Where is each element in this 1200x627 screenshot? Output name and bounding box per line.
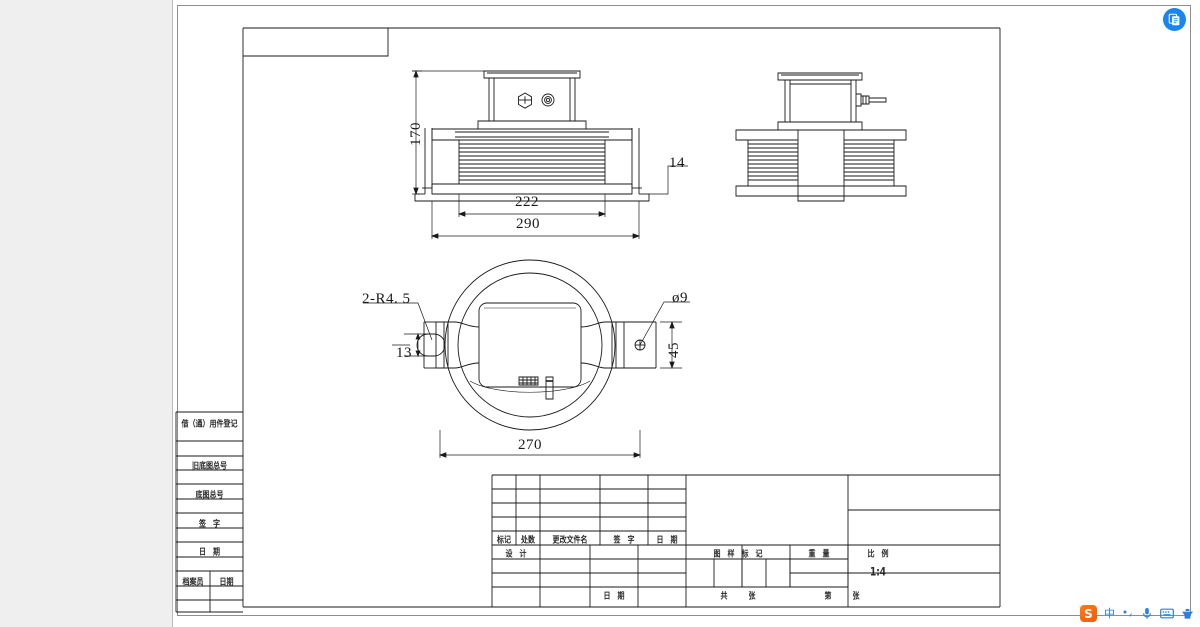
register-old-base-no: 旧底图总号 xyxy=(192,461,227,471)
dim-height-170: 170 xyxy=(408,122,424,146)
register-archivist: 档案员 xyxy=(182,577,204,587)
register-borrowed-parts-line: 借（通）用件登记 xyxy=(181,419,238,429)
punctuation-toggle[interactable] xyxy=(1122,608,1134,620)
register-base-no: 底图总号 xyxy=(195,490,224,500)
dim-spacing-45: 45 xyxy=(666,342,682,358)
toolbox-icon[interactable] xyxy=(1181,608,1194,620)
dim-radius-2r45: 2-R4. 5 xyxy=(362,291,411,307)
dim-hole-dia-9: ø9 xyxy=(672,290,688,306)
title-date-label: 日 期 xyxy=(603,591,625,601)
dim-outer-width-290: 290 xyxy=(516,216,540,232)
document-copy-icon[interactable] xyxy=(1163,8,1186,31)
voice-input-icon[interactable] xyxy=(1141,607,1153,620)
title-sheet-no: 第 张 xyxy=(824,591,860,601)
title-signature-header: 签 字 xyxy=(613,535,635,545)
title-total-sheets: 共 张 xyxy=(720,591,756,601)
dim-slot-13: 13 xyxy=(396,345,412,361)
title-scale-label: 比 例 xyxy=(867,549,889,559)
title-change-doc-header: 更改文件名 xyxy=(552,535,588,545)
register-archivist-date: 日期 xyxy=(219,577,234,587)
title-design-label: 设 计 xyxy=(505,549,527,559)
title-weight-label: 重 量 xyxy=(808,549,830,559)
dim-flange-14: 14 xyxy=(669,155,685,171)
title-date-header: 日 期 xyxy=(656,535,678,545)
sogou-ime-toolbar[interactable]: S 中 xyxy=(1080,603,1194,624)
title-mark-header: 标记 xyxy=(497,535,511,545)
chinese-mode-toggle[interactable]: 中 xyxy=(1104,607,1115,620)
register-date: 日 期 xyxy=(199,547,220,557)
register-signature: 签 字 xyxy=(199,519,220,529)
drawing-sheet xyxy=(172,0,1200,627)
soft-keyboard-icon[interactable] xyxy=(1160,608,1174,619)
sogou-logo-icon[interactable]: S xyxy=(1080,605,1097,622)
dim-plan-width-270: 270 xyxy=(518,437,542,453)
title-drawing-mark-label: 图 样 标 记 xyxy=(713,549,763,559)
title-qty-header: 处数 xyxy=(521,535,535,545)
paper-frame xyxy=(177,5,1191,616)
title-scale-value: 1:4 xyxy=(869,566,887,580)
dim-inner-width-222: 222 xyxy=(515,194,539,210)
